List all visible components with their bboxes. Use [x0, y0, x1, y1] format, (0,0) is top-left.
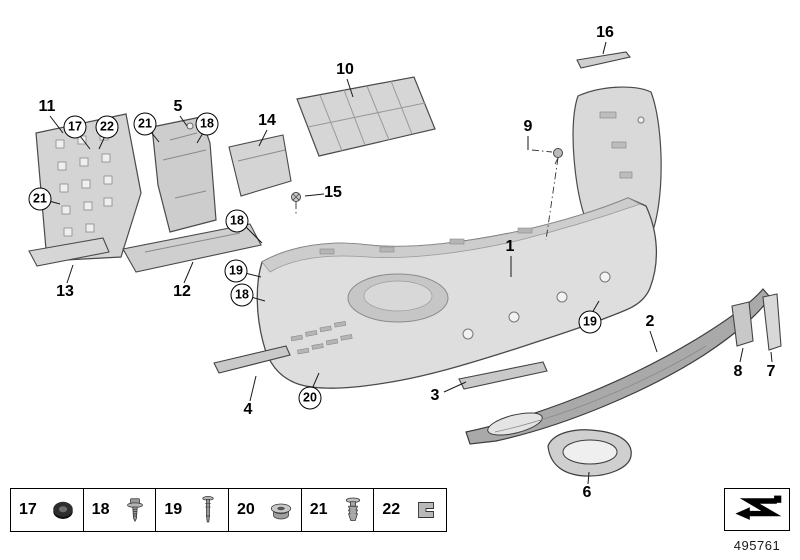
- legend-item-17: 17: [11, 489, 84, 531]
- grommet-icon: [52, 501, 73, 519]
- legend-item-19: 19: [156, 489, 230, 531]
- spring-clamp-icon: [418, 502, 434, 518]
- callout-2[interactable]: 2: [645, 313, 655, 330]
- callout-6[interactable]: 6: [582, 484, 592, 501]
- legend-label-21: 21: [309, 501, 328, 518]
- part-10-impact-absorber[interactable]: [296, 76, 436, 157]
- callout-9[interactable]: 9: [523, 118, 533, 135]
- legend-label-20: 20: [237, 501, 255, 518]
- part-8-bracket[interactable]: [731, 301, 754, 347]
- part-13-trim-strip[interactable]: [28, 237, 110, 267]
- part-14-bracket[interactable]: [228, 134, 292, 197]
- callout-13[interactable]: 13: [56, 283, 74, 300]
- circled-callout-19[interactable]: 19: [578, 310, 602, 334]
- part-6-exhaust-trim[interactable]: [547, 429, 632, 477]
- callout-4[interactable]: 4: [243, 401, 253, 418]
- callout-14[interactable]: 14: [258, 112, 276, 129]
- circled-callout-21[interactable]: 21: [28, 187, 52, 211]
- callout-11[interactable]: 11: [38, 98, 56, 115]
- legend-item-18: 18: [84, 489, 157, 531]
- part-12-bracket-rail[interactable]: [122, 223, 262, 273]
- legend-item-22: 22: [374, 489, 446, 531]
- screw-icon: [127, 498, 144, 523]
- legend-item-20: 20: [229, 489, 302, 531]
- circled-callout-17[interactable]: 17: [63, 115, 87, 139]
- zigzag-arrow-icon: [735, 495, 782, 520]
- part-16-trim-strip[interactable]: [576, 51, 631, 69]
- construction-lines: [295, 149, 559, 241]
- legend-label-22: 22: [382, 501, 401, 518]
- legend-item-21: 21: [302, 489, 375, 531]
- part-9-sensor[interactable]: [553, 148, 563, 165]
- part-number: 495761: [733, 538, 781, 553]
- legend-label-19: 19: [164, 501, 183, 518]
- circled-callout-21[interactable]: 21: [133, 112, 157, 136]
- circled-callout-18[interactable]: 18: [225, 209, 249, 233]
- circled-callout-18[interactable]: 18: [230, 283, 254, 307]
- fastener-legend: 17 18 19 20 21 22: [10, 488, 447, 532]
- leader-lines: [48, 41, 773, 485]
- callout-5[interactable]: 5: [173, 98, 183, 115]
- callout-8[interactable]: 8: [733, 363, 743, 380]
- part-1-rear-bumper[interactable]: [256, 197, 658, 389]
- circled-callout-22[interactable]: 22: [95, 115, 119, 139]
- circled-callout-19[interactable]: 19: [224, 259, 248, 283]
- callout-1[interactable]: 1: [505, 238, 515, 255]
- part-3-trim-strip[interactable]: [458, 361, 548, 390]
- callout-7[interactable]: 7: [766, 363, 776, 380]
- callout-16[interactable]: 16: [596, 24, 614, 41]
- circled-callout-20[interactable]: 20: [298, 386, 322, 410]
- part-15-screw[interactable]: [291, 192, 301, 202]
- legend-label-17: 17: [19, 501, 37, 518]
- callout-15[interactable]: 15: [324, 184, 342, 201]
- part-7-trim-strip[interactable]: [762, 293, 782, 351]
- part-4-trim-strip[interactable]: [213, 345, 291, 374]
- part-11-mounting-plate[interactable]: [35, 113, 142, 262]
- catalog-logo: [724, 488, 790, 531]
- callout-3[interactable]: 3: [430, 387, 440, 404]
- legend-label-18: 18: [91, 501, 110, 518]
- callout-10[interactable]: 10: [336, 61, 354, 78]
- expansion-rivet-icon: [202, 496, 214, 523]
- part-5-bracket[interactable]: [151, 116, 217, 233]
- expanding-clip-icon: [346, 497, 361, 521]
- circled-callout-18[interactable]: 18: [195, 112, 219, 136]
- callout-12[interactable]: 12: [173, 283, 191, 300]
- plastic-nut-icon: [270, 503, 291, 520]
